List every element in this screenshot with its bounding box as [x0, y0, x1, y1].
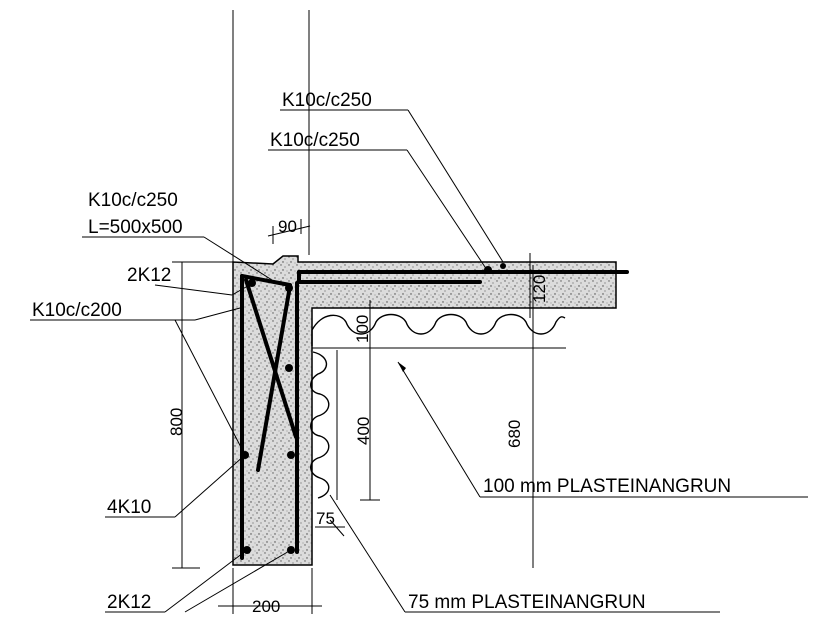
label-wall-insulation: 75 mm PLASTEINANGRUN [408, 592, 646, 613]
dim-90-line [267, 225, 311, 237]
dim-100-text: 100 [353, 315, 372, 343]
leader-k10c200-3 [174, 319, 246, 456]
rebar-dot [285, 284, 293, 292]
rebar-dot [500, 263, 506, 269]
dim-75-tick [329, 519, 345, 537]
leader-slab-bottom-2 [406, 149, 488, 271]
leader-corner-2 [203, 236, 273, 281]
leader-k10c200-2 [194, 307, 241, 321]
rebar-dot [285, 364, 293, 372]
leader-75-insul-2 [329, 494, 406, 613]
leader-2k12-top-2 [231, 282, 254, 296]
wall-top-link [240, 274, 292, 287]
leader-2k12-bot-2 [164, 549, 248, 613]
label-corner-stirrup: K10c/c250 [88, 190, 178, 211]
leader-100-insul-2 [397, 361, 481, 498]
label-slab-bottom-bar: K10c/c250 [270, 130, 360, 151]
label-slab-top-bar: K10c/c250 [282, 90, 372, 111]
label-ceiling-insulation: 100 mm PLASTEINANGRUN [483, 476, 731, 497]
corner-diagonal-bar [244, 278, 298, 439]
label-top-corner-bars: 2K12 [127, 265, 171, 286]
corner-diagonal-bar-2 [256, 284, 292, 472]
dim-680-text: 680 [505, 420, 524, 448]
dim-75-text: 75 [316, 509, 335, 528]
dim-400-text: 400 [354, 417, 373, 445]
label-wall-long-bars: 4K10 [107, 497, 151, 518]
leader-2k12-top [154, 284, 233, 296]
label-bottom-corner-bars: 2K12 [107, 592, 151, 613]
leader-4k10-2 [174, 454, 246, 518]
dim-90-text: 90 [278, 217, 297, 236]
leader-slab-top-2 [407, 109, 504, 263]
label-corner-size: L=500x500 [88, 217, 183, 238]
slab-hook [297, 270, 482, 284]
leader-2k12-bot-3 [184, 549, 292, 613]
slab-concrete [232, 255, 617, 566]
rebar-dot [287, 451, 295, 459]
ceiling-insulation [311, 313, 566, 346]
dim-800-text: 800 [167, 408, 186, 436]
arrow-head [398, 362, 406, 372]
wall-insulation [310, 351, 330, 499]
dim-120-text: 120 [530, 275, 549, 303]
label-wall-stirrup: K10c/c200 [32, 300, 122, 321]
dim-200-text: 200 [252, 597, 280, 616]
